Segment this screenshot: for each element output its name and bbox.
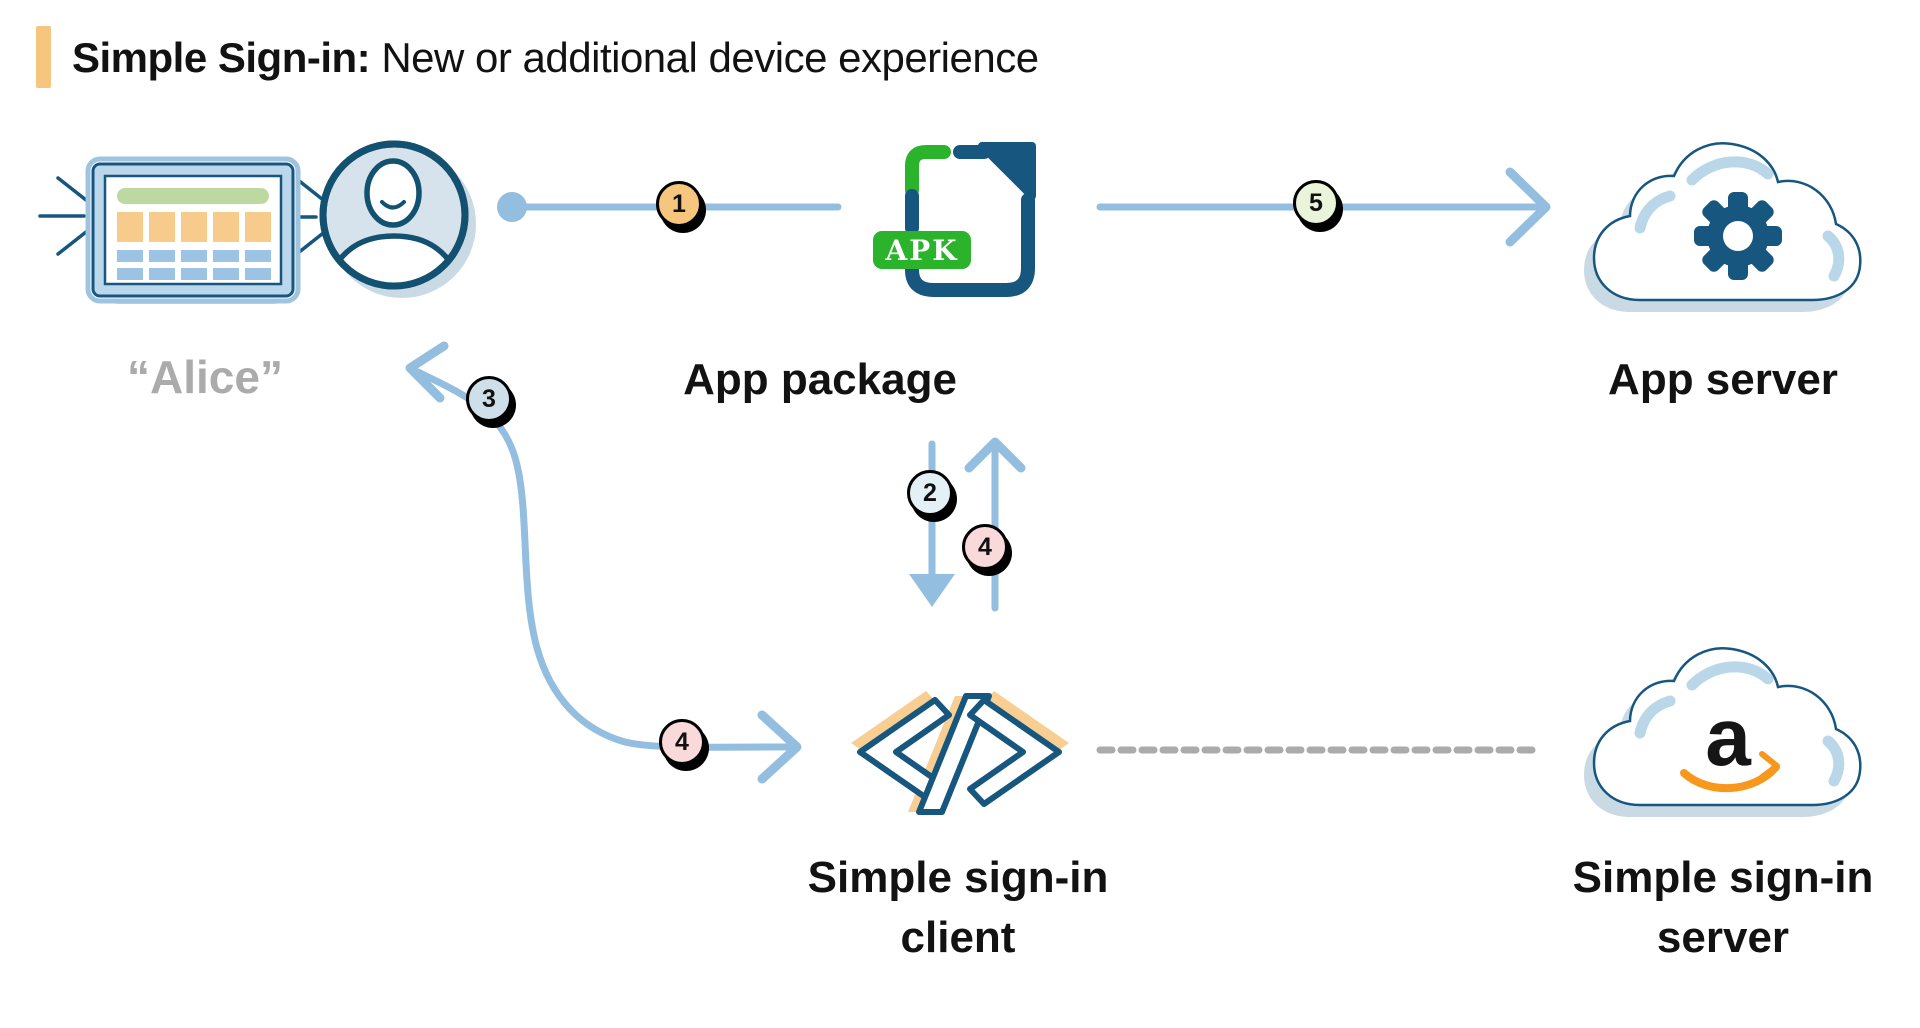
step-badge-5: 5 — [1293, 180, 1339, 226]
cloud-highlights — [1634, 156, 1845, 282]
title-rest: New or additional device experience — [370, 34, 1039, 81]
server-label-line2: server — [1656, 913, 1790, 962]
apk-dog-ear — [978, 142, 1036, 200]
title-accent-bar — [36, 26, 51, 88]
avatar-ring — [319, 140, 469, 290]
cloud-with-gear-icon — [1584, 142, 1862, 312]
app-package-label: App package — [683, 355, 957, 404]
tv-screen-tiles-blue — [117, 250, 271, 280]
gear-icon — [1694, 192, 1782, 280]
amazon-smile-arrow — [1759, 751, 1780, 780]
page-title: Simple Sign-in: New or additional device… — [72, 34, 1039, 82]
apk-file-icon: APK — [873, 142, 1036, 297]
arrowhead-to-client — [757, 710, 802, 784]
user-avatar-icon — [319, 140, 476, 298]
tv-signal-lines-left — [38, 176, 88, 256]
step-badge-1: 1 — [656, 181, 702, 227]
tv-screen-banner — [117, 188, 269, 204]
cloud-highlights — [1634, 661, 1845, 787]
server-label: Simple sign-in server — [1523, 848, 1920, 968]
amazon-a-letter: a — [1705, 692, 1752, 783]
server-label-line1: Simple sign-in — [1572, 853, 1874, 902]
code-bracket-right — [967, 697, 1062, 807]
flow-connectors — [405, 167, 1551, 784]
tv-screen-tiles-orange — [117, 212, 271, 242]
step-badge-4-vertical: 4 — [962, 524, 1008, 570]
gear-hole — [1723, 221, 1753, 251]
apk-badge-text: APK — [884, 234, 958, 267]
avatar-smile — [380, 200, 406, 210]
step-badge-2: 2 — [907, 470, 953, 516]
step-badge-3: 3 — [466, 376, 512, 422]
code-slash — [916, 693, 992, 815]
title-emphasis: Simple Sign-in: — [72, 34, 371, 81]
cloud-with-amazon-logo-icon: a — [1584, 647, 1862, 817]
apk-badge-pill — [873, 231, 971, 269]
arrowhead-down — [909, 574, 955, 607]
code-brackets-icon — [851, 691, 1069, 815]
apk-body-edge — [905, 193, 1035, 297]
apk-green-corner — [905, 145, 951, 197]
arrowhead-up — [964, 437, 1026, 473]
client-label-line2: client — [900, 913, 1016, 962]
step-badge-4-curve: 4 — [659, 719, 705, 765]
curve-client-user — [414, 368, 794, 751]
arrowhead-to-user — [405, 341, 449, 403]
smart-tv-icon — [38, 156, 324, 304]
client-label: Simple sign-in client — [758, 848, 1158, 968]
arrowhead-to-app-server — [1505, 167, 1551, 247]
avatar-head — [364, 158, 422, 228]
user-name-label: “Alice” — [127, 351, 283, 403]
app-server-label: App server — [1608, 355, 1838, 404]
cloud-outline — [1592, 647, 1862, 807]
client-label-line1: Simple sign-in — [807, 853, 1109, 902]
